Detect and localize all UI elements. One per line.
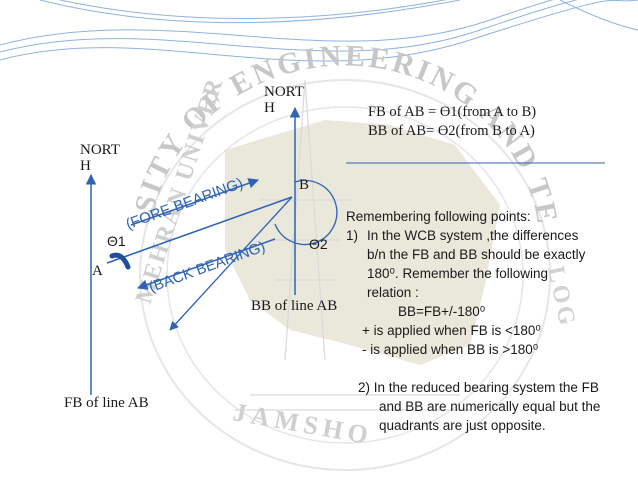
bearing-definitions: FB of AB = Ө1(from A to B) BB of AB= Ө2(… xyxy=(368,103,536,141)
point-2-line3: quadrants are just opposite. xyxy=(379,418,546,433)
north-label-left-line2: H xyxy=(80,157,91,174)
decorative-waves xyxy=(0,0,638,62)
theta2-label: Θ2 xyxy=(309,236,328,252)
theta1-arc xyxy=(109,252,131,270)
point-1-number: 1) xyxy=(346,228,359,243)
north-label-right: NORT H xyxy=(264,84,304,117)
line-ab xyxy=(106,196,293,264)
notes-spacer xyxy=(346,359,636,378)
point-2-line1: 2) In the reduced bearing system the FB xyxy=(358,380,599,395)
point-b-label: B xyxy=(299,177,310,193)
north-label-left-line1: NORT xyxy=(80,142,120,158)
theta2-arc xyxy=(274,179,338,246)
north-label-left: NORT H xyxy=(80,142,120,175)
point-2-line2: and BB are numerically equal but the xyxy=(379,399,601,414)
back-bearing-arrow xyxy=(137,238,276,290)
point-1-line1: In the WCB system ,the differences xyxy=(367,228,579,243)
bb-definition: BB of AB= Ө2(from B to A) xyxy=(368,123,535,139)
point-1-line2: b/n the FB and BB should be exactly xyxy=(367,247,586,262)
bb-of-line-label: BB of line AB xyxy=(251,298,338,314)
theta1-label: Θ1 xyxy=(107,233,126,249)
bb-extension-line xyxy=(169,196,293,331)
formula: BB=FB+/-180⁰ xyxy=(398,304,486,319)
minus-rule: - is applied when BB is >180⁰ xyxy=(362,342,539,357)
point-a-label: A xyxy=(92,263,103,279)
north-label-right-line2: H xyxy=(264,99,275,116)
notes-heading: Remembering following points: xyxy=(346,209,531,224)
remembering-points: Remembering following points: 1) In the … xyxy=(346,207,636,435)
fb-of-line-label: FB of line AB xyxy=(64,395,149,411)
fore-bearing-arrow xyxy=(130,178,259,226)
fb-definition: FB of AB = Ө1(from A to B) xyxy=(368,104,537,120)
point-1: 1) In the WCB system ,the differences xyxy=(346,226,636,245)
north-label-right-line1: NORT xyxy=(264,84,304,100)
point-1-line3: 180⁰. Remember the following xyxy=(367,266,549,281)
plus-rule: + is applied when FB is <180⁰ xyxy=(362,323,541,338)
point-1-line4: relation : xyxy=(367,285,419,300)
